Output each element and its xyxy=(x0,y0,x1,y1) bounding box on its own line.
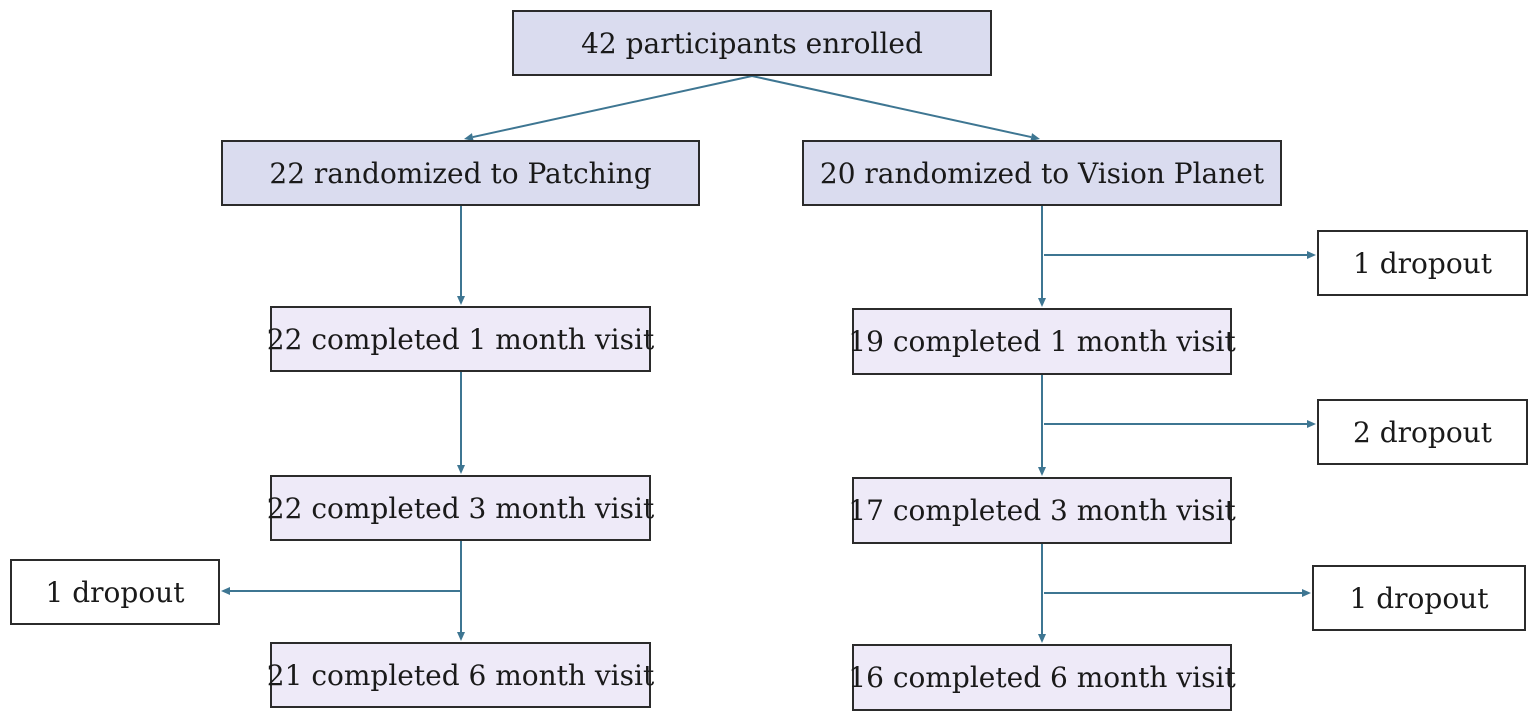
arrow-patching-to-month1 xyxy=(457,206,465,305)
vision-planet-month6-label: 16 completed 6 month visit xyxy=(848,661,1236,694)
patching-randomized-label: 22 randomized to Patching xyxy=(269,156,652,190)
patching-dropout-box: 1 dropout xyxy=(10,559,220,625)
arrow-vision-planet-month3-to-month6 xyxy=(1038,544,1046,643)
patching-month6-label: 21 completed 6 month visit xyxy=(266,658,655,692)
vision-planet-dropout3-label: 1 dropout xyxy=(1349,581,1489,615)
patching-dropout-label: 1 dropout xyxy=(45,575,185,609)
vision-planet-dropout2-label: 2 dropout xyxy=(1353,415,1492,449)
patching-month3-label: 22 completed 3 month visit xyxy=(266,491,655,525)
vision-planet-dropout1-box: 1 dropout xyxy=(1317,230,1528,296)
vision-planet-month6-box: 16 completed 6 month visit xyxy=(848,644,1236,711)
vision-planet-month1-box: 19 completed 1 month visit xyxy=(848,308,1236,375)
vision-planet-randomized-label: 20 randomized to Vision Planet xyxy=(819,156,1265,190)
patching-randomized-box: 22 randomized to Patching xyxy=(221,140,700,206)
patching-month1-box: 22 completed 1 month visit xyxy=(266,306,655,372)
patching-month3-box: 22 completed 3 month visit xyxy=(266,475,655,541)
vision-planet-month3-box: 17 completed 3 month visit xyxy=(848,477,1236,544)
patching-month1-label: 22 completed 1 month visit xyxy=(266,322,655,356)
arrow-enrolled-to-patching xyxy=(464,75,753,141)
enrolled-box: 42 participants enrolled xyxy=(512,10,992,76)
vision-planet-randomized-box: 20 randomized to Vision Planet xyxy=(802,140,1282,206)
vision-planet-month3-label: 17 completed 3 month visit xyxy=(848,494,1236,527)
arrow-enrolled-to-vision-planet xyxy=(751,75,1040,141)
arrow-patching-month1-to-month3 xyxy=(457,372,465,474)
vision-planet-dropout2-box: 2 dropout xyxy=(1317,399,1528,465)
arrow-vision-planet-dropout1 xyxy=(1044,251,1316,259)
vision-planet-dropout1-label: 1 dropout xyxy=(1353,246,1492,280)
enrolled-label: 42 participants enrolled xyxy=(581,26,923,60)
arrow-patching-dropout xyxy=(221,587,461,595)
arrow-vision-planet-to-month1 xyxy=(1038,206,1046,307)
vision-planet-month1-label: 19 completed 1 month visit xyxy=(848,325,1236,358)
arrow-patching-month3-to-month6 xyxy=(457,541,465,641)
arrow-vision-planet-month1-to-month3 xyxy=(1038,375,1046,476)
arrow-vision-planet-dropout2 xyxy=(1044,420,1316,428)
vision-planet-dropout3-box: 1 dropout xyxy=(1312,565,1526,631)
patching-month6-box: 21 completed 6 month visit xyxy=(266,642,655,708)
arrow-vision-planet-dropout3 xyxy=(1044,589,1311,597)
